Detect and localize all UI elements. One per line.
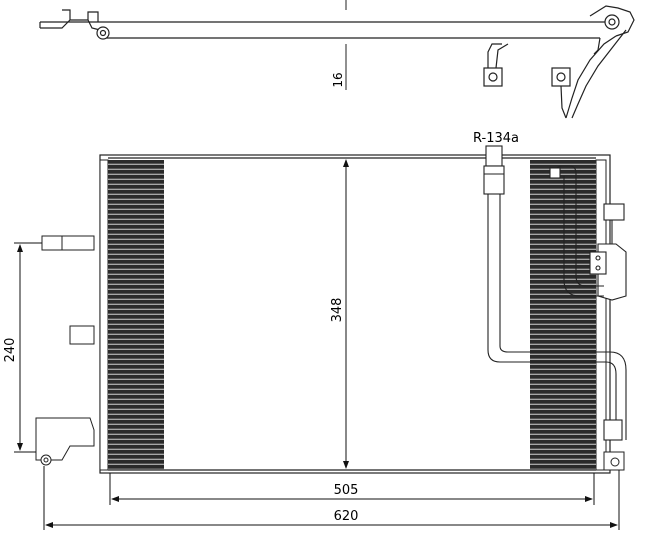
pipe-lower-clamp	[603, 419, 623, 441]
receiver-drier-flange	[589, 251, 607, 275]
front-view	[35, 145, 627, 474]
dim-240	[14, 242, 42, 453]
dim-620	[43, 466, 620, 530]
top-view-left-grommet	[96, 26, 110, 40]
service-port-cap	[485, 145, 503, 167]
top-view-left-tab	[62, 9, 71, 20]
pipe-outer	[487, 194, 617, 440]
left-header-tank	[99, 159, 109, 471]
pipe-inner	[499, 194, 627, 440]
top-view-right-grommet	[604, 14, 620, 30]
top-view	[39, 0, 635, 119]
top-view-right-housing	[589, 5, 635, 37]
top-view-pipe-left-inner	[495, 43, 509, 69]
fin-block-right	[530, 160, 596, 470]
receiver-drier-assembly	[589, 203, 627, 301]
receiver-pipe-elbow	[549, 167, 561, 179]
fin-block-left	[108, 160, 164, 470]
receiver-outlet-pipe-inner	[563, 176, 604, 297]
dim-505	[109, 473, 595, 505]
top-view-left-grommet-hole	[99, 29, 107, 37]
dim-240-label: 240	[3, 338, 18, 363]
left-bracket-upper	[41, 235, 95, 251]
top-view-fitting-right-port	[556, 72, 566, 82]
refrigerant-pipe	[483, 145, 627, 441]
top-view-right-pipe-inner	[571, 29, 627, 119]
dim-16-label: 16	[331, 72, 345, 87]
top-view-pipe-left	[487, 43, 502, 68]
top-view-fitting-right	[551, 67, 571, 87]
dim-348-label: 348	[330, 298, 345, 323]
left-bracket-lower	[35, 417, 95, 461]
top-view-left-bracket	[40, 19, 101, 31]
dim-620-label: 620	[334, 509, 359, 524]
refrigerant-label: R-134a	[473, 131, 519, 146]
right-upper-bracket	[603, 203, 625, 221]
left-brackets	[35, 235, 95, 466]
top-view-right-pipe-outer	[565, 35, 617, 119]
receiver-outlet-pipe	[555, 165, 604, 287]
top-view-fitting-right-pipe	[560, 85, 567, 119]
right-bottom-bracket	[603, 451, 625, 471]
top-view-left-clip	[87, 11, 99, 22]
top-view-right-grommet-hole	[608, 18, 616, 26]
dim-505-label: 505	[334, 483, 359, 498]
top-view-fitting-left	[483, 67, 503, 87]
top-view-fitting-left-port	[488, 72, 498, 82]
left-bracket-middle	[69, 325, 95, 345]
service-port-body	[483, 165, 505, 195]
condenser-frame	[99, 154, 611, 474]
